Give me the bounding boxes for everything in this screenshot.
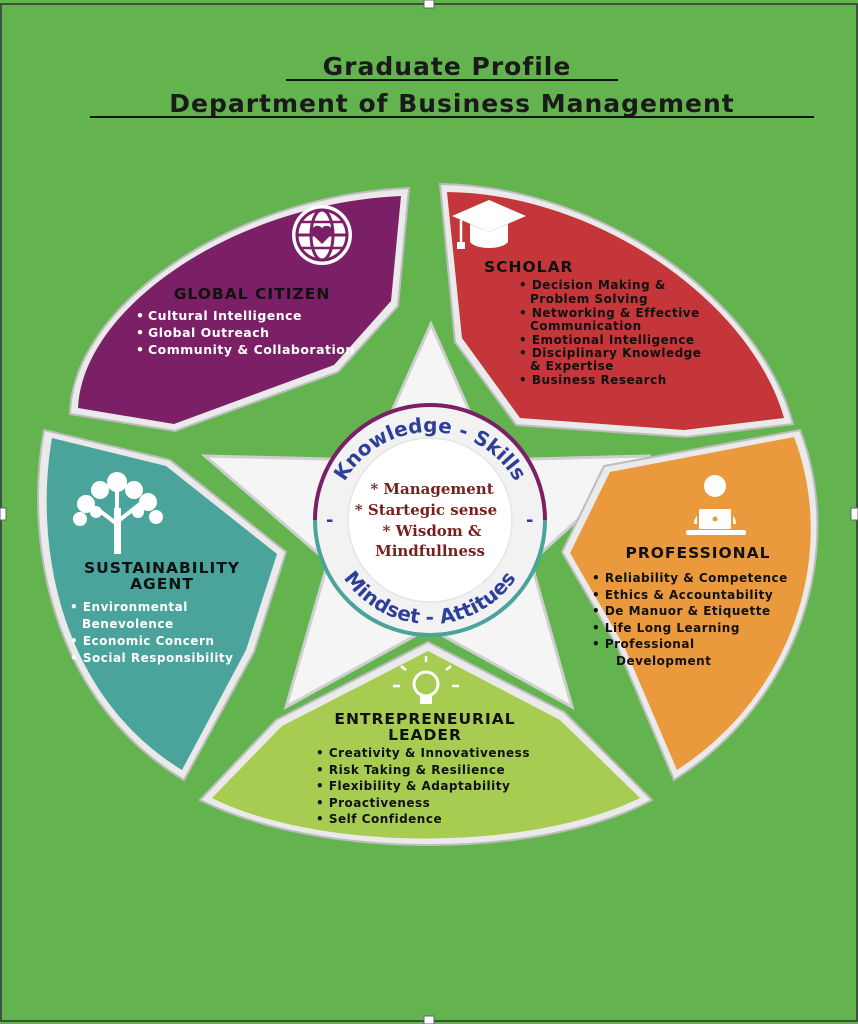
- global-citizen-item-bullet-2: •: [136, 325, 145, 340]
- scholar-item-8: • Business Research: [519, 373, 667, 387]
- title-line-2: Department of Business Management: [169, 89, 735, 118]
- frame-handle-right[interactable]: [850, 507, 858, 521]
- center-line-3: * Wisdom &: [383, 522, 482, 540]
- scholar-item-4: Communication: [530, 319, 642, 333]
- professional-item-2: • Ethics & Accountability: [592, 588, 773, 602]
- professional-item-1: • Reliability & Competence: [592, 571, 788, 585]
- scholar-heading: SCHOLAR: [484, 258, 574, 276]
- center-inner-circle: [347, 437, 513, 603]
- global-citizen-heading: GLOBAL CITIZEN: [174, 285, 331, 303]
- center-ring-right-dash: -: [526, 510, 533, 531]
- professional-item-3: • De Manuor & Etiquette: [592, 604, 771, 618]
- sustainability-panel: [46, 438, 277, 770]
- segment-global-citizen[interactable]: GLOBAL CITIZEN • Cultural Intelligence •…: [68, 186, 411, 433]
- entrepreneurial-item-3: • Flexibility & Adaptability: [316, 779, 510, 793]
- sustainability-item-2: Benevolence: [82, 617, 174, 631]
- graduation-cap-icon: [452, 200, 526, 249]
- scholar-item-3: • Networking & Effective: [519, 306, 700, 320]
- entrepreneurial-heading-line-2: LEADER: [388, 726, 462, 744]
- global-citizen-item-bullet-1: •: [136, 308, 145, 323]
- scholar-item-6: • Disciplinary Knowledge: [519, 346, 701, 360]
- professional-heading: PROFESSIONAL: [625, 544, 770, 562]
- global-citizen-item-1: Cultural Intelligence: [148, 308, 302, 323]
- entrepreneurial-item-2: • Risk Taking & Resilience: [316, 763, 505, 777]
- globe-heart-icon: [292, 205, 352, 265]
- center-medallion: Knowledge - Skills Mindset - Attitues - …: [313, 403, 547, 637]
- frame-handle-left[interactable]: [0, 507, 7, 521]
- sustainability-item-4: • Social Responsibility: [70, 651, 234, 665]
- center-line-1: * Management: [370, 480, 493, 498]
- global-citizen-item-bullet-3: •: [136, 342, 145, 357]
- segment-scholar[interactable]: SCHOLAR • Decision Making & Problem Solv…: [438, 182, 795, 439]
- person-laptop-icon: [686, 475, 746, 535]
- tree-icon: [73, 472, 163, 554]
- center-line-2: * Startegic sense: [355, 501, 497, 519]
- center-ring-left-dash: -: [326, 510, 333, 531]
- segment-entrepreneurial-leader[interactable]: ENTREPRENEURIAL LEADER • Creativity & In…: [198, 640, 654, 846]
- professional-item-5: • Professional: [592, 637, 695, 651]
- entrepreneurial-item-5: • Self Confidence: [316, 812, 442, 826]
- professional-item-6: Development: [616, 654, 711, 668]
- global-citizen-item-2: Global Outreach: [148, 325, 270, 340]
- center-ring-top-arc: [313, 403, 547, 521]
- center-line-4: Mindfullness: [375, 542, 485, 560]
- professional-item-4: • Life Long Learning: [592, 621, 740, 635]
- professional-panel: [570, 437, 811, 770]
- frame-handle-top[interactable]: [423, 0, 435, 9]
- entrepreneurial-heading-line-1: ENTREPRENEURIAL: [334, 710, 515, 728]
- title-line-1: Graduate Profile: [323, 52, 572, 81]
- sustainability-item-3: • Economic Concern: [70, 634, 214, 648]
- lightbulb-icon: [393, 656, 459, 704]
- sustainability-heading-line-1: SUSTAINABILITY: [84, 559, 240, 577]
- entrepreneurial-item-1: • Creativity & Innovativeness: [316, 746, 530, 760]
- scholar-item-2: Problem Solving: [530, 292, 648, 306]
- segment-professional[interactable]: PROFESSIONAL • Reliability & Competence …: [560, 428, 819, 782]
- scholar-item-1: • Decision Making &: [519, 278, 666, 292]
- entrepreneurial-panel: [212, 651, 640, 839]
- segment-sustainability-agent[interactable]: SUSTAINABILITY AGENT • Environmental Ben…: [37, 428, 288, 782]
- sustainability-item-1: • Environmental: [70, 600, 188, 614]
- entrepreneurial-item-4: • Proactiveness: [316, 796, 430, 810]
- center-ring-bottom-arc: [313, 519, 547, 637]
- scholar-item-7: & Expertise: [530, 359, 614, 373]
- frame-handle-bottom[interactable]: [423, 1015, 435, 1024]
- sustainability-heading-line-2: AGENT: [130, 575, 194, 593]
- scholar-item-5: • Emotional Intelligence: [519, 333, 695, 347]
- scholar-panel: [447, 192, 784, 430]
- global-citizen-item-3: Community & Collaboration: [148, 342, 355, 357]
